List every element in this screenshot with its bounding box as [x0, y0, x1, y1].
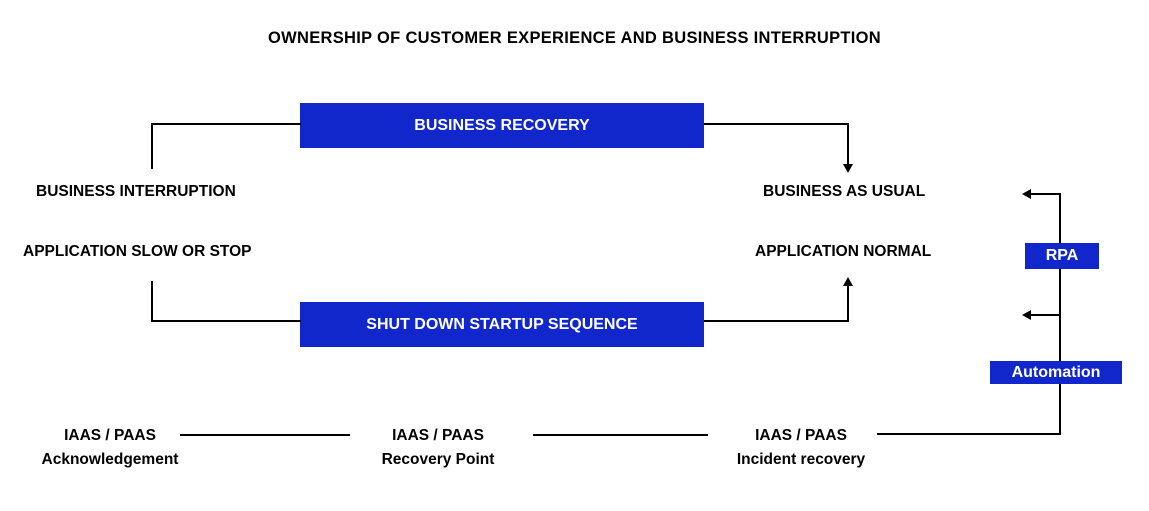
connector-recovery-left-v: [151, 123, 153, 169]
arrowhead-left-top-icon: [1022, 189, 1031, 199]
application-slow-or-stop-label: APPLICATION SLOW OR STOP: [23, 243, 252, 260]
connector-slowstop-down-v: [151, 281, 153, 322]
connector-recovery-right-h: [704, 123, 849, 125]
business-recovery-box: BUSINESS RECOVERY: [300, 103, 704, 148]
business-as-usual-label: BUSINESS AS USUAL: [763, 183, 926, 200]
connector-bau-v: [847, 123, 849, 165]
milestone-connector-2: [533, 434, 708, 436]
milestone-recovery-point-line2: Recovery Point: [381, 451, 495, 468]
arrowhead-up-icon: [843, 277, 853, 286]
milestone-acknowledgement: IAAS / PAAS Acknowledgement: [0, 424, 220, 472]
milestone-incident-recovery: IAAS / PAAS Incident recovery: [691, 424, 911, 472]
connector-recovery-left-h: [152, 123, 301, 125]
diagram-title: OWNERSHIP OF CUSTOMER EXPERIENCE AND BUS…: [268, 29, 881, 47]
shutdown-startup-sequence-box: SHUT DOWN STARTUP SEQUENCE: [300, 302, 704, 347]
rpa-branch-top-h: [1031, 193, 1060, 195]
milestone-acknowledgement-line2: Acknowledgement: [41, 451, 179, 468]
milestone-recovery-point-line1: IAAS / PAAS: [392, 427, 484, 444]
rpa-branch-mid-h: [1031, 314, 1060, 316]
connector-shutdown-right-h: [704, 320, 849, 322]
connector-shutdown-left-h: [152, 320, 301, 322]
milestone-incident-recovery-line1: IAAS / PAAS: [755, 427, 847, 444]
application-normal-label: APPLICATION NORMAL: [755, 243, 932, 260]
automation-rail-v: [1059, 193, 1061, 435]
connector-appnormal-v: [847, 285, 849, 322]
milestone-recovery-point: IAAS / PAAS Recovery Point: [328, 424, 548, 472]
rpa-box: RPA: [1025, 243, 1099, 269]
automation-box: Automation: [990, 361, 1122, 384]
milestone-incident-recovery-line2: Incident recovery: [736, 451, 866, 468]
milestone-acknowledgement-line1: IAAS / PAAS: [64, 427, 156, 444]
business-interruption-label: BUSINESS INTERRUPTION: [36, 183, 236, 200]
milestone-connector-3: [877, 433, 1061, 435]
milestone-connector-1: [180, 434, 350, 436]
arrowhead-down-icon: [843, 164, 853, 173]
arrowhead-left-mid-icon: [1022, 310, 1031, 320]
